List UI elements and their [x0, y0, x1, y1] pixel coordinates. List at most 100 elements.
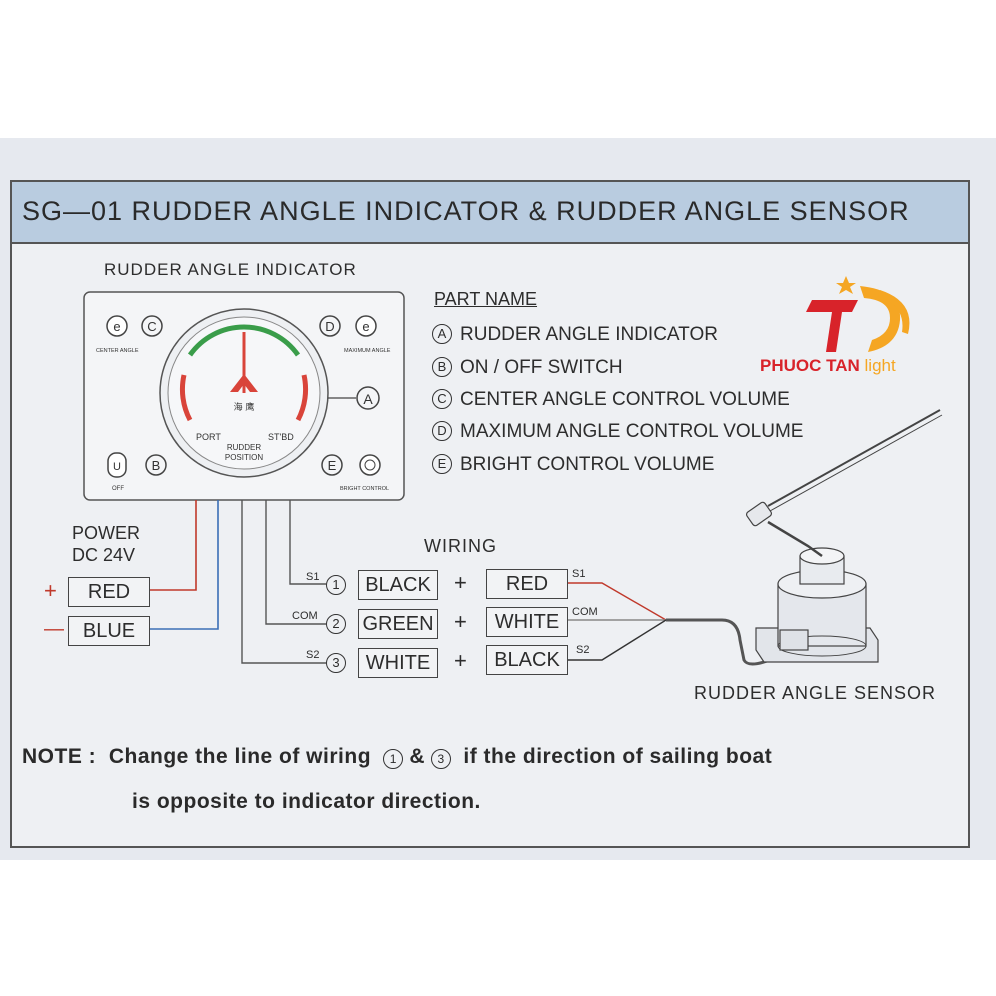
center-angle-knob-icon — [106, 315, 128, 337]
part-name-title: PART NAME — [434, 289, 538, 309]
wire-plus-3: + — [454, 648, 467, 673]
minus-sign: — — [44, 618, 64, 640]
wire-tag-s2: S2 — [306, 649, 320, 661]
bright-control-knob-icon — [359, 454, 381, 476]
wire-num-2: 2 — [326, 614, 346, 634]
sensor-rod — [767, 409, 941, 507]
marker-b-diagram: B — [152, 458, 161, 473]
wire-left-3: WHITE — [358, 648, 438, 678]
wire-rtag-com: COM — [572, 606, 598, 618]
brand-star-icon — [836, 276, 856, 294]
part-label-a: RUDDER ANGLE INDICATOR — [460, 324, 718, 345]
note-amp: & — [409, 745, 426, 768]
svg-text:U: U — [113, 461, 121, 473]
signal-wire-s2 — [241, 500, 326, 664]
wire-right-3: BLACK — [486, 645, 568, 675]
svg-text:e: e — [113, 319, 120, 334]
part-item-c: C CENTER ANGLE CONTROL VOLUME — [432, 389, 790, 411]
dial-port: PORT — [196, 432, 221, 442]
marker-d-diagram: D — [325, 319, 334, 334]
note-text-b: if the direction of sailing boat — [463, 745, 773, 768]
note-line-2: is opposite to indicator direction. — [132, 790, 481, 813]
note-circle-3: 3 — [431, 749, 452, 769]
bright-control-label: BRIGHT CONTROL — [340, 486, 389, 492]
wire-plus-2: + — [454, 609, 467, 634]
wire-left-2: GREEN — [358, 609, 438, 639]
off-label: OFF — [112, 486, 124, 492]
wire-num-1: 1 — [326, 575, 346, 595]
marker-b: B — [432, 357, 452, 377]
dial-rudder: RUDDER — [227, 443, 261, 452]
dial-logo-icon — [230, 374, 258, 392]
part-item-a: A RUDDER ANGLE INDICATOR — [432, 324, 718, 346]
marker-d-circle — [319, 315, 341, 337]
marker-a-diagram: A — [363, 391, 373, 407]
part-label-c: CENTER ANGLE CONTROL VOLUME — [460, 389, 790, 410]
wire-num-3: 3 — [326, 653, 346, 673]
dial-position: POSITION — [225, 453, 263, 462]
wire-right-1: RED — [486, 569, 568, 599]
marker-c-diagram: C — [147, 319, 156, 334]
marker-e-diagram: E — [328, 458, 337, 473]
marker-a-circle — [356, 386, 380, 410]
note-prefix: NOTE : — [22, 745, 97, 768]
on-off-switch-icon — [107, 452, 127, 478]
marker-e-circle — [321, 454, 343, 476]
note-circle-1: 1 — [383, 749, 404, 769]
sensor-cable — [666, 618, 789, 666]
sensor-label: RUDDER ANGLE SENSOR — [694, 683, 937, 703]
part-label-b: ON / OFF SWITCH — [460, 357, 623, 378]
part-item-b: B ON / OFF SWITCH — [432, 357, 623, 379]
dial-scale-green-right — [243, 324, 301, 357]
dial-scale-green — [187, 324, 245, 357]
plus-sign: + — [44, 578, 57, 603]
dial-stbd: ST'BD — [268, 432, 294, 442]
center-angle-label: CENTER ANGLE — [96, 348, 139, 354]
sensor-joint — [745, 501, 773, 527]
marker-c: C — [432, 389, 452, 409]
page-title: SG​—​01 RUDDER ANGLE INDICATOR & RUDDER … — [22, 196, 910, 226]
wire-rtag-s2: S2 — [576, 644, 590, 656]
wire-rtag-s1: S1 — [572, 568, 586, 580]
part-item-e: E BRIGHT CONTROL VOLUME — [432, 454, 714, 476]
marker-a: A — [432, 324, 452, 344]
signal-wire-s1 — [289, 500, 326, 585]
maximum-angle-label: MAXIMUM ANGLE — [344, 348, 391, 354]
wire-left-1: BLACK — [358, 570, 438, 600]
dial-scale-red-port — [179, 374, 193, 422]
marker-b-circle — [145, 454, 167, 476]
marker-e: E — [432, 454, 452, 474]
power-blue-wire — [150, 500, 219, 630]
wire-tag-com: COM — [292, 610, 318, 622]
brand-logo-text: PHUOC TAN light — [760, 356, 896, 376]
part-label-d: MAXIMUM ANGLE CONTROL VOLUME — [460, 421, 804, 442]
power-voltage: DC 24V — [72, 545, 136, 565]
power-blue-box: BLUE — [68, 616, 150, 646]
signal-wire-com — [265, 500, 326, 625]
svg-text:e: e — [362, 319, 369, 334]
part-item-d: D MAXIMUM ANGLE CONTROL VOLUME — [432, 421, 803, 443]
power-red-wire — [150, 500, 197, 591]
marker-d: D — [432, 421, 452, 441]
power-title: POWER — [72, 523, 141, 543]
wiring-title: WIRING — [424, 536, 497, 556]
sensor-wire-black — [568, 619, 667, 661]
part-label-e: BRIGHT CONTROL VOLUME — [460, 454, 715, 475]
dial-scale-red-stbd — [295, 374, 309, 422]
indicator-label: RUDDER ANGLE INDICATOR — [104, 260, 357, 279]
wire-plus-1: + — [454, 570, 467, 595]
wire-right-2: WHITE — [486, 607, 568, 637]
brand-logo-icon — [806, 300, 858, 352]
note-line-1: NOTE : Change the line of wiring 1&3 if … — [22, 745, 772, 769]
power-red-box: RED — [68, 577, 150, 607]
maximum-angle-knob-icon — [355, 315, 377, 337]
sensor-arm — [767, 520, 823, 558]
dial-brand: 海 鹰 — [234, 401, 255, 413]
brand-sub: light — [864, 356, 896, 375]
sensor-connector — [779, 629, 809, 651]
title-bar — [12, 182, 968, 244]
wire-tag-s1: S1 — [306, 571, 320, 583]
sensor-wire-red — [568, 582, 667, 621]
